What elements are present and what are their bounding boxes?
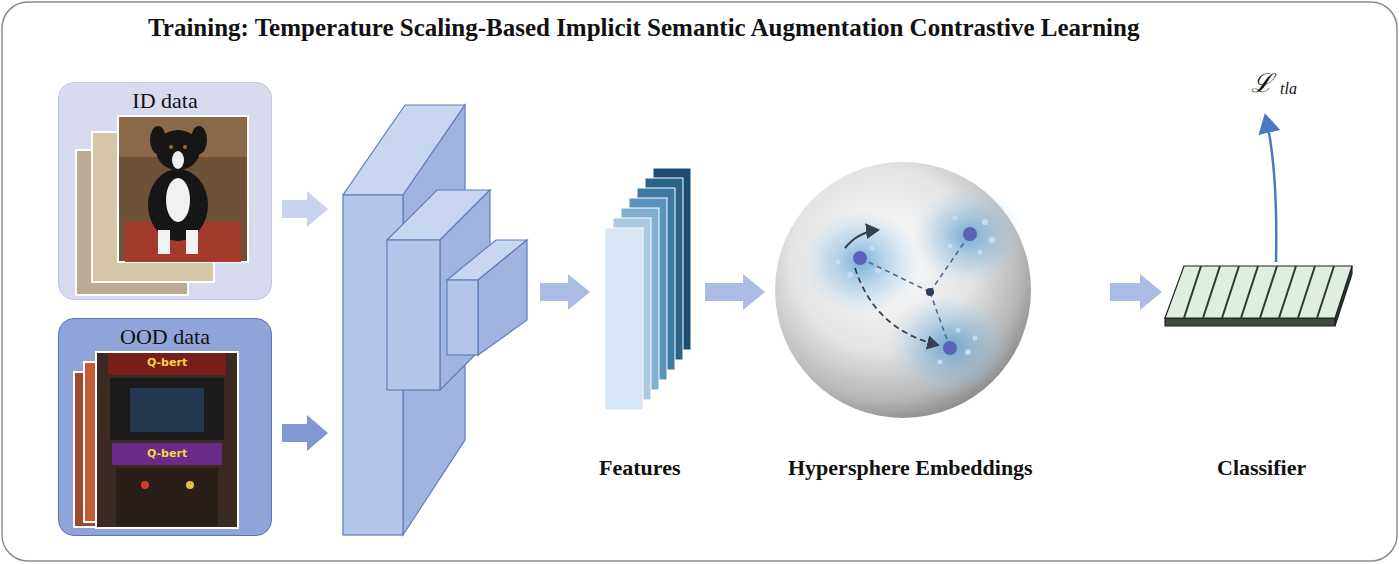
block-arrow: [282, 191, 328, 227]
panel-heading: ID data: [59, 88, 271, 114]
arcade-photo: [96, 352, 238, 528]
photo-text: Q-bert: [147, 447, 187, 460]
photo-text: Q-bert: [147, 356, 187, 369]
feature-stack: [605, 168, 691, 410]
cnn-backbone: [343, 105, 527, 535]
stage-label: Features: [599, 455, 680, 481]
loss-symbol: ℒ: [1251, 64, 1273, 100]
classifier-layer: [1165, 266, 1352, 326]
dog-photo: [118, 116, 248, 262]
stage-label: Hypersphere Embeddings: [788, 455, 1033, 481]
stage-label: Classifier: [1217, 455, 1306, 481]
input-panel: ID data: [58, 82, 272, 300]
block-arrow: [540, 274, 590, 310]
hypersphere: [775, 162, 1031, 418]
block-arrow: [1110, 274, 1162, 310]
input-panel: OOD data: [58, 318, 272, 536]
block-arrow: [282, 415, 328, 451]
diagram-title: Training: Temperature Scaling-Based Impl…: [148, 14, 1139, 42]
block-arrow: [705, 274, 765, 310]
loss-arrow: [1266, 118, 1276, 262]
panel-heading: OOD data: [59, 324, 271, 350]
loss-subscript: tla: [1280, 80, 1297, 98]
